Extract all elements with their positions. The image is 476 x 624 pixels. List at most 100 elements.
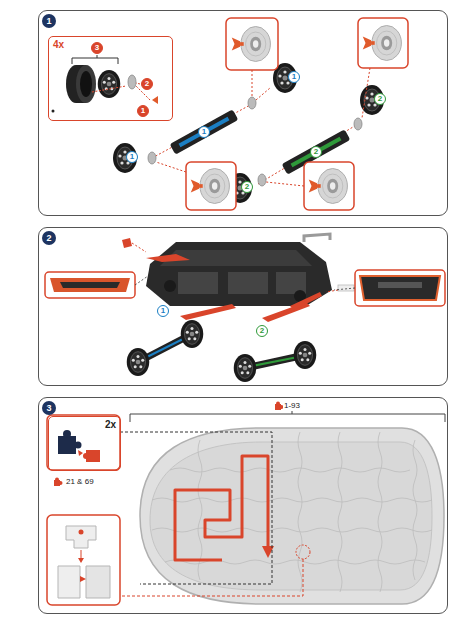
illustration-part	[135, 276, 148, 285]
quantity-label: 4x	[53, 39, 64, 50]
illustration-part	[122, 238, 132, 248]
step-number: 3	[42, 401, 56, 415]
illustration-part	[152, 104, 252, 158]
illustration-part	[120, 432, 272, 584]
detail-inset: 2x	[48, 416, 121, 471]
axle-number: 2	[310, 146, 322, 158]
illustration-part	[290, 292, 322, 310]
illustration-part	[145, 338, 185, 358]
illustration-part	[252, 357, 298, 366]
axle-number: 1	[198, 126, 210, 138]
illustration-part	[298, 432, 302, 592]
illustration-part	[66, 526, 96, 548]
illustration-part	[156, 162, 186, 172]
illustration-part	[128, 75, 136, 89]
step-number: 1	[42, 14, 56, 28]
illustration-part	[79, 530, 84, 535]
illustration-part	[47, 515, 120, 605]
illustration-part	[132, 243, 146, 252]
illustration-part	[170, 109, 239, 154]
illustration-part	[136, 83, 140, 84]
illustration-part	[78, 450, 83, 456]
illustration-part	[164, 280, 176, 292]
illustration-part	[80, 71, 92, 97]
illustration-part	[86, 566, 110, 598]
piece-numbers: 21 & 69	[65, 477, 95, 487]
illustration-part	[354, 118, 362, 130]
axle-number: 2	[374, 93, 386, 105]
illustration-part	[363, 26, 402, 61]
illustration-part	[413, 440, 417, 580]
illustration-part	[148, 152, 156, 164]
illustration-part	[232, 27, 271, 62]
illustration-part	[130, 411, 445, 422]
illustration-part	[72, 55, 118, 64]
illustration-part	[60, 282, 120, 288]
illustration-part	[152, 96, 158, 104]
callout-number: 2	[141, 78, 153, 90]
illustration-part	[52, 110, 55, 113]
illustration-part	[294, 341, 317, 369]
illustration-part	[334, 288, 355, 290]
axle-number: 2	[241, 181, 253, 193]
illustration-part	[152, 498, 432, 502]
illustration-part	[47, 415, 120, 470]
illustration-part	[54, 478, 63, 487]
illustration-part	[256, 88, 270, 100]
illustration-part	[63, 430, 71, 438]
illustration-part	[180, 304, 236, 320]
illustration-part	[362, 68, 370, 118]
illustration-part	[191, 169, 230, 204]
illustration-part	[309, 169, 348, 204]
illustration-part	[226, 18, 278, 70]
illustration-part	[355, 270, 445, 306]
wheel-exploded-inset	[52, 55, 159, 113]
illustration-part	[358, 18, 408, 68]
illustration-part	[258, 174, 266, 186]
illustration-part	[234, 354, 257, 382]
illustration-part	[98, 70, 121, 98]
illustration-part	[326, 290, 338, 292]
illustration-part	[152, 528, 432, 532]
axle-one	[113, 63, 297, 173]
illustration-part	[304, 162, 354, 210]
step-number: 2	[42, 231, 56, 245]
illustration-part	[338, 432, 342, 592]
axles-step-two	[127, 320, 317, 382]
illustration-part	[175, 456, 268, 560]
illustration-part	[150, 442, 432, 590]
puzzle-piece-insets	[47, 415, 120, 605]
illustration-part	[127, 348, 150, 376]
illustration-part	[378, 432, 382, 592]
body-detail-insets	[45, 270, 445, 306]
illustration-part	[186, 162, 236, 210]
illustration-part	[179, 117, 230, 148]
quantity-label: 2x	[105, 419, 116, 430]
illustration-part	[58, 566, 80, 598]
step-panel: 2	[38, 227, 448, 386]
illustration-part	[296, 545, 310, 559]
car-puzzle-body	[120, 402, 445, 605]
illustration-part	[76, 65, 96, 103]
illustration-part	[252, 70, 253, 96]
axle-number: 1	[288, 71, 300, 83]
illustration-part	[266, 182, 304, 186]
illustration-part	[181, 320, 204, 348]
detail-inset: 4x	[48, 36, 173, 121]
illustration-part	[152, 432, 432, 592]
illustration-part	[360, 276, 440, 300]
illustration-part	[248, 97, 256, 109]
illustration-part	[228, 272, 268, 294]
illustration-part	[170, 109, 239, 154]
callout-number: 3	[91, 42, 103, 54]
illustration-part	[338, 285, 354, 291]
illustration-part	[50, 278, 130, 292]
illustration-part	[378, 282, 422, 288]
illustration-part	[58, 436, 76, 454]
illustration-part	[120, 559, 303, 596]
illustration-part	[75, 442, 82, 449]
illustration-part	[140, 428, 444, 604]
illustration-part	[113, 143, 137, 173]
callout-number: 1	[137, 105, 149, 117]
